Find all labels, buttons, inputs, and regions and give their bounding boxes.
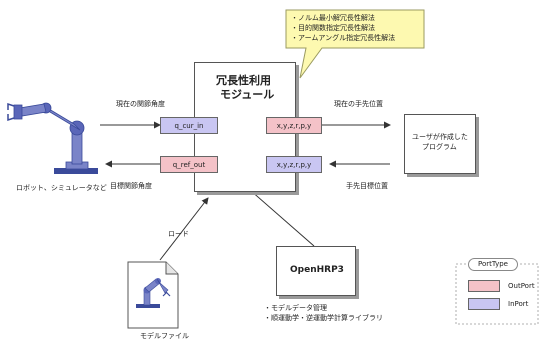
model-file-icon xyxy=(127,261,179,329)
openhrp3-box xyxy=(276,246,356,296)
module-title-line2: モジュール xyxy=(220,88,275,101)
openhrp3-note-1: ・モデルデータ管理 xyxy=(264,304,327,312)
callout-item-2: ・目的関数指定冗長性解法 xyxy=(291,24,375,32)
port-q-ref-out: q_ref_out xyxy=(160,156,218,173)
user-program-line2: プログラム xyxy=(422,143,457,151)
legend-inport-label: InPort xyxy=(508,300,529,308)
callout-bubble xyxy=(285,9,425,79)
callout-item-3: ・アームアングル指定冗長性解法 xyxy=(291,34,396,42)
openhrp3-title: OpenHRP3 xyxy=(290,265,344,275)
arrow-load xyxy=(159,197,209,261)
label-load: ロード xyxy=(168,230,189,238)
port-q-cur-in: q_cur_in xyxy=(160,117,218,134)
legend-frame xyxy=(455,263,539,325)
legend-title-pill xyxy=(468,258,518,271)
model-file-caption: モデルファイル xyxy=(140,332,189,340)
label-current-joint-angle: 現在の関節角度 xyxy=(116,100,165,108)
legend-outport-label: OutPort xyxy=(508,282,535,290)
port-xyz-in: x,y,z,r,p,y xyxy=(266,156,322,173)
port-xyz-out: x,y,z,r,p,y xyxy=(266,117,322,134)
legend-outport-swatch xyxy=(468,280,500,292)
label-target-joint-angle: 目標関節角度 xyxy=(110,182,152,190)
callout-item-1: ・ノルム最小解冗長性解法 xyxy=(291,14,375,22)
user-program-line1: ユーザが作成した xyxy=(412,133,468,141)
openhrp3-note-2: ・順運動学・逆運動学計算ライブラリ xyxy=(264,314,383,322)
legend-inport-swatch xyxy=(468,298,500,310)
label-target-hand-pos: 手先目標位置 xyxy=(346,182,388,190)
robot-arm-icon xyxy=(7,102,98,174)
user-program-box xyxy=(404,114,476,174)
legend-title: PortType xyxy=(478,260,508,268)
connector-openhrp xyxy=(249,189,315,247)
module-title-line1: 冗長性利用 xyxy=(216,74,271,87)
robot-caption: ロボット、シミュレータなど xyxy=(16,184,107,192)
label-current-hand-pos: 現在の手先位置 xyxy=(334,100,383,108)
